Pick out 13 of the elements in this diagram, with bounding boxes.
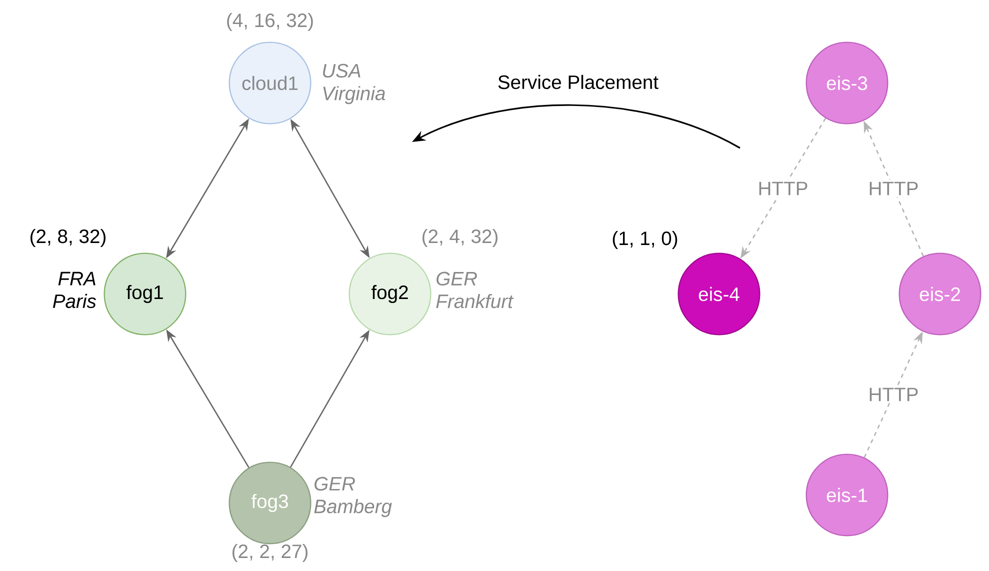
capacity-label: (1, 1, 0) <box>612 231 678 250</box>
edge-label: HTTP <box>756 180 810 198</box>
capacity-label: (2, 4, 32) <box>422 229 498 248</box>
location-label: USA Virginia <box>323 64 386 104</box>
edge-label: HTTP <box>866 386 921 404</box>
location-label: GER Frankfurt <box>436 272 514 308</box>
location-label: GER Bamberg <box>314 476 392 518</box>
edge-label: HTTP <box>866 180 921 198</box>
capacity-label: (2, 8, 32) <box>30 229 106 248</box>
arrow-label: Service Placement <box>498 74 658 90</box>
capacity-label: (4, 16, 32) <box>227 13 313 32</box>
capacity-label: (2, 2, 27) <box>232 544 308 562</box>
location-label: FRA Paris <box>52 272 96 308</box>
